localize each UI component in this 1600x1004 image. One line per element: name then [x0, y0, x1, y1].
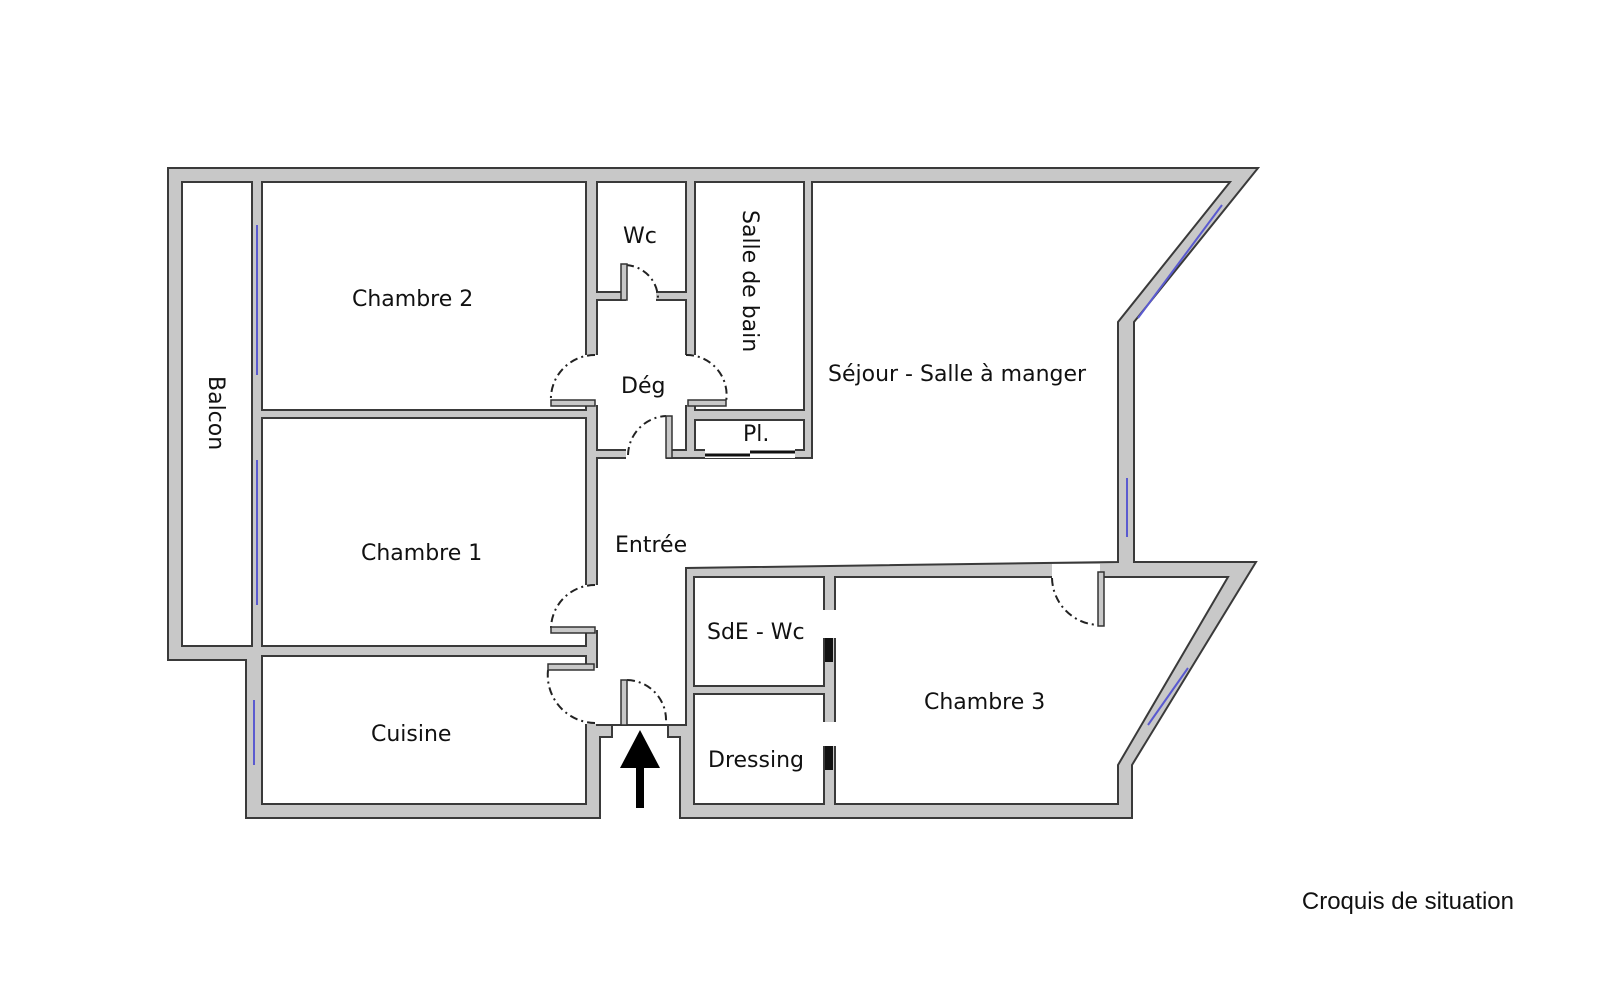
label-chambre-3: Chambre 3	[924, 690, 1045, 715]
room-placard	[694, 419, 805, 451]
room-salle-de-bain	[694, 181, 805, 411]
room-chambre-2	[261, 181, 587, 411]
windows	[253, 204, 1223, 765]
label-sde-wc: SdE - Wc	[707, 620, 805, 645]
label-salle-de-bain: Salle de bain	[737, 210, 762, 352]
label-entree: Entrée	[615, 533, 687, 558]
caption: Croquis de situation	[1301, 888, 1514, 915]
label-chambre-1: Chambre 1	[361, 541, 482, 566]
room-cuisine	[261, 655, 587, 805]
room-balcon	[181, 181, 253, 647]
label-balcon: Balcon	[203, 376, 228, 450]
room-entree-sejour	[596, 181, 1233, 726]
room-chambre-1	[261, 417, 587, 647]
label-placard: Pl.	[743, 422, 769, 447]
label-wc: Wc	[623, 224, 657, 249]
room-sde-wc	[693, 576, 825, 687]
room-dressing	[693, 693, 825, 805]
label-sejour: Séjour - Salle à manger	[828, 362, 1087, 387]
label-cuisine: Cuisine	[371, 722, 451, 747]
label-deg: Dég	[621, 374, 665, 399]
label-chambre-2: Chambre 2	[352, 287, 473, 312]
entrance-arrow-icon	[620, 730, 660, 808]
doors	[546, 263, 1105, 770]
room-chambre-3	[834, 576, 1230, 805]
label-dressing: Dressing	[708, 748, 804, 773]
